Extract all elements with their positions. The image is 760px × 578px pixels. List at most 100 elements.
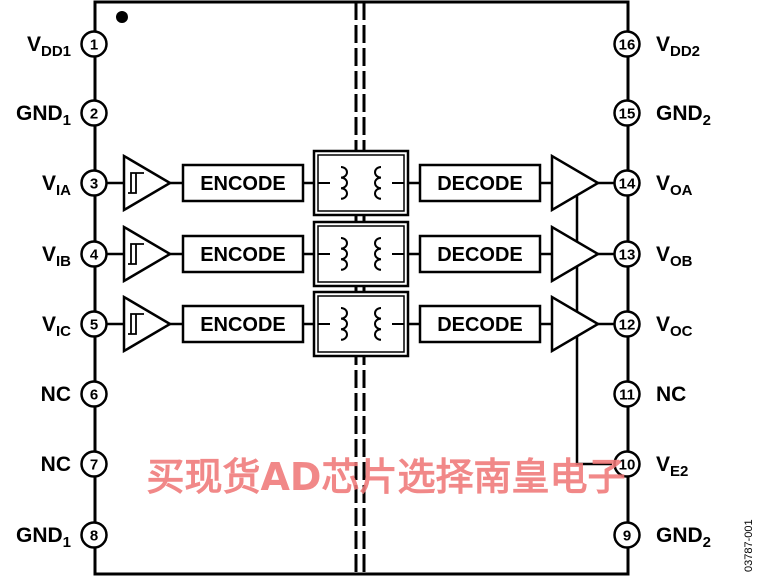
pin-circle <box>613 310 641 338</box>
pin-label: VIA <box>42 172 71 199</box>
pin-label: GND1 <box>16 524 71 551</box>
pin-label-sub: 1 <box>63 534 71 551</box>
pin-label-main: GND <box>16 102 63 125</box>
pin-label-sub: 2 <box>703 112 711 129</box>
pin-label-main: GND <box>656 102 703 125</box>
pin-label: VOB <box>656 243 693 270</box>
pin-circle <box>80 521 108 549</box>
decode-label: DECODE <box>437 244 523 266</box>
pin-circle <box>80 30 108 58</box>
pin1-indicator-dot <box>116 11 128 23</box>
pin-7: 7NC <box>41 450 108 478</box>
pin-label-main: V <box>656 33 670 56</box>
hysteresis-icon <box>128 243 144 265</box>
secondary-coil <box>374 307 382 341</box>
pin-label: VE2 <box>656 453 688 480</box>
pin-label-main: V <box>656 453 670 476</box>
pin-1: 1 VDD1 <box>27 30 108 60</box>
decode-label: DECODE <box>437 314 523 336</box>
pin-label: VDD2 <box>656 33 700 60</box>
pin-label: VDD1 <box>27 33 71 60</box>
pin-number: 5 <box>90 317 98 334</box>
pin-circle <box>80 450 108 478</box>
enable-line <box>575 196 612 466</box>
channel-2: ENCODE DECODE <box>106 220 614 288</box>
pin-label-main: V <box>656 243 670 266</box>
pin-3: 3 VIA <box>42 169 108 199</box>
pin-label-sub: IA <box>56 182 71 199</box>
pin-circle <box>80 99 108 127</box>
pin-number: 8 <box>90 528 98 545</box>
pin-number: 9 <box>623 528 631 545</box>
transformer <box>312 220 410 288</box>
pin-8: 8 GND1 <box>16 521 108 551</box>
primary-coil <box>340 166 348 200</box>
pin-label: VOC <box>656 313 693 340</box>
isolation-barrier <box>354 2 366 574</box>
channel-1: ENCODE DECODE <box>106 149 614 217</box>
primary-coil <box>340 237 348 271</box>
encode-label: ENCODE <box>200 314 286 336</box>
pin-13: 13 VOB <box>613 240 693 270</box>
pin-label-main: NC <box>41 383 71 406</box>
secondary-coil <box>374 166 382 200</box>
pin-label-main: GND <box>16 524 63 547</box>
output-buffer <box>550 294 601 354</box>
pin-label-main: V <box>42 313 56 336</box>
pin-label-main: V <box>42 243 56 266</box>
encode-block <box>181 304 305 344</box>
encode-label: ENCODE <box>200 173 286 195</box>
pin-label: VOA <box>656 172 693 199</box>
pin-label: VIB <box>42 243 71 270</box>
pin-number: 10 <box>619 457 636 474</box>
pin-circle <box>613 99 641 127</box>
pin-label: NC <box>41 453 71 476</box>
pin-label: GND2 <box>656 524 711 551</box>
pin-label-sub: IB <box>56 253 71 270</box>
pin-number: 4 <box>90 247 99 264</box>
pin-label-main: NC <box>656 383 686 406</box>
hysteresis-icon <box>128 172 144 194</box>
pin-10: 10 VE2 <box>613 450 688 480</box>
pin-number: 2 <box>90 106 98 123</box>
pin-number: 14 <box>619 176 636 193</box>
decode-label: DECODE <box>437 173 523 195</box>
pin-circle <box>613 169 641 197</box>
pin-number: 3 <box>90 176 98 193</box>
pin-label: NC <box>41 383 71 406</box>
channel-3: ENCODE DECODE <box>106 290 614 358</box>
secondary-coil <box>374 237 382 271</box>
pin-circle <box>80 310 108 338</box>
pin-label-main: V <box>656 313 670 336</box>
pin-circle <box>613 30 641 58</box>
package-outline <box>93 0 630 576</box>
primary-coil <box>340 307 348 341</box>
pin-circle <box>613 521 641 549</box>
pin-label-main: GND <box>656 524 703 547</box>
decode-block <box>418 163 542 203</box>
pin-label-sub: 2 <box>703 534 711 551</box>
schmitt-buffer <box>122 294 173 354</box>
pin-number: 13 <box>619 247 636 264</box>
schmitt-buffer <box>122 224 173 284</box>
pin-label-sub: E2 <box>670 463 688 480</box>
pin-label-sub: OC <box>670 323 693 340</box>
pin-6: 6NC <box>41 380 108 408</box>
figure-id: 03787-001 <box>743 519 755 572</box>
pin-label-main: V <box>656 172 670 195</box>
pin-circle <box>80 240 108 268</box>
pin-label-main: V <box>27 33 41 56</box>
pin-label-main: V <box>42 172 56 195</box>
pin-label-sub: DD1 <box>41 43 71 60</box>
pin-9: 9 GND2 <box>613 521 711 551</box>
pin-number: 1 <box>90 37 98 54</box>
schmitt-buffer <box>122 153 173 213</box>
pin-label: GND2 <box>656 102 711 129</box>
encode-label: ENCODE <box>200 244 286 266</box>
